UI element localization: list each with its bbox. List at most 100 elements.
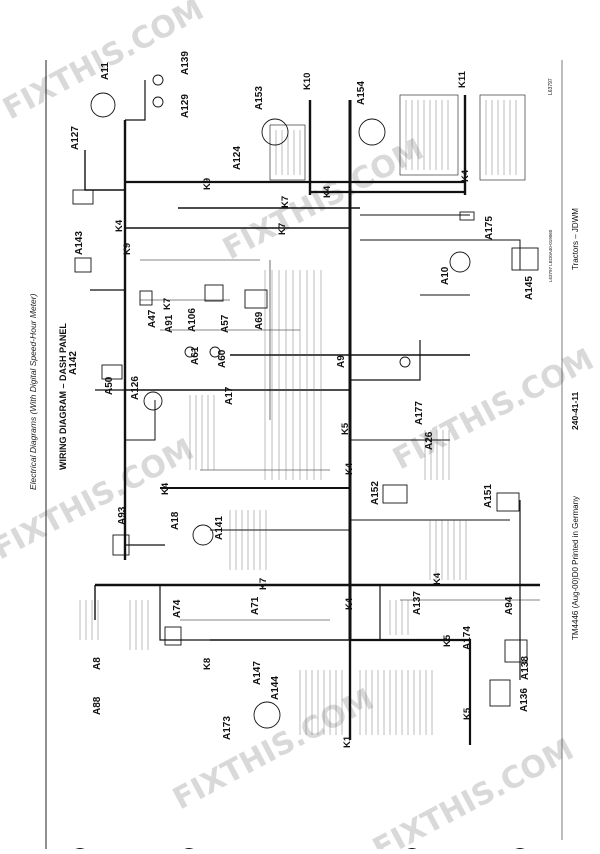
branch-a127 (84, 150, 125, 191)
harness-wires (84, 80, 540, 745)
ref-bottom: L63797 LBO0A40-019060 (548, 229, 553, 282)
connector-label-k4-repeat: K4 (344, 597, 355, 610)
component-label-a174: A174 (462, 626, 473, 650)
wire-table-a153 (269, 124, 306, 181)
connector-label-k10: K10 (302, 73, 313, 90)
component-label-a152: A152 (370, 481, 381, 505)
component-label-a10: A10 (440, 266, 451, 285)
a10-connector-circle (449, 251, 471, 273)
component-label-a94: A94 (504, 596, 515, 615)
connector-label-k4-repeat: K4 (344, 462, 355, 475)
wire-tables (79, 94, 526, 735)
component-label-a145: A145 (524, 276, 535, 300)
component-label-a88: A88 (92, 696, 103, 715)
connector-label-k4-repeat: K4 (322, 185, 333, 198)
a47-box (139, 290, 153, 306)
component-label-a142: A142 (68, 351, 79, 375)
a60-lamp (209, 346, 221, 358)
wire-table-a154-lines (405, 100, 449, 170)
footer-right: Tractors – JDWM (571, 208, 580, 270)
a147-connector-circle (253, 701, 281, 729)
connector-label-k5-repeat: K5 (442, 634, 453, 647)
component-label-a71: A71 (250, 596, 261, 615)
a153-connector-circle (261, 118, 289, 146)
a127-box (72, 189, 94, 205)
component-label-a177: A177 (414, 401, 425, 425)
footer-printed: TM4446 (Aug-00)D0 Printed in Germany (571, 496, 580, 640)
connector-label-k4: K4 (460, 169, 471, 182)
component-label-a17: A17 (224, 386, 235, 405)
a152-block (382, 484, 408, 504)
a151-block (496, 492, 520, 512)
component-label-a11: A11 (100, 62, 111, 80)
component-label-a143: A143 (74, 231, 85, 255)
component-label-a91: A91 (164, 314, 175, 333)
component-label-a8: A8 (92, 657, 103, 670)
component-label-a9: A9 (336, 355, 347, 368)
a93-box (112, 534, 130, 556)
a177-sender (399, 356, 411, 368)
component-label-a153: A153 (254, 86, 265, 110)
component-label-a61: A61 (190, 346, 201, 365)
header-left-text: Electrical Diagrams (With Digital Speed-… (28, 293, 38, 490)
component-label-a147: A147 (252, 661, 263, 685)
thin-wires-1 (140, 259, 540, 621)
component-symbols (72, 74, 539, 729)
footer-page: 240-41-11 (570, 391, 580, 430)
watermark-2: FIXTHIS.COM (217, 132, 429, 267)
component-label-a136: A136 (519, 688, 530, 712)
connector-label-k4-repeat: K4 (160, 482, 171, 495)
a141-connector-circle (192, 524, 214, 546)
connector-label-k7: K7 (280, 196, 291, 208)
component-label-a93: A93 (117, 506, 128, 525)
ref-top: L63797 (548, 78, 554, 95)
a175-box (459, 211, 475, 221)
component-label-a138: A138 (520, 656, 531, 680)
wire-table-a154 (399, 94, 459, 176)
component-label-a18: A18 (170, 511, 181, 530)
branch-a139 (125, 80, 146, 121)
a69-box (244, 289, 268, 309)
component-label-a106: A106 (187, 308, 198, 332)
a138-box (504, 639, 528, 663)
a11-connector-circle (90, 92, 116, 118)
connector-label-k4-repeat: K4 (114, 219, 125, 232)
a57-box (204, 284, 224, 302)
connector-label-k9: K9 (202, 178, 213, 190)
component-label-a151: A151 (483, 484, 494, 508)
component-label-a26: A26 (424, 431, 435, 450)
connector-label-k7-repeat: K7 (162, 298, 173, 310)
a139-lamp-1 (152, 74, 164, 86)
a136-box (489, 679, 511, 707)
a143-box (74, 257, 92, 273)
watermark-5: FIXTHIS.COM (167, 682, 379, 817)
branch-a126 (125, 400, 156, 441)
branch-a74 (159, 585, 210, 641)
wire-table-a11-lines (485, 100, 517, 175)
component-label-a137: A137 (412, 591, 423, 615)
a74-box (164, 626, 182, 646)
component-label-a74: A74 (172, 599, 183, 618)
component-label-a69: A69 (254, 311, 265, 330)
component-label-a154: A154 (356, 81, 367, 105)
connector-label-k7-repeat: K7 (258, 578, 269, 590)
connector-label-k4-repeat: K4 (432, 572, 443, 585)
component-label-a60: A60 (217, 349, 228, 368)
component-label-a141: A141 (214, 516, 225, 540)
watermark-6: FIXTHIS.COM (367, 732, 579, 849)
branch-a145 (360, 239, 521, 270)
component-label-a173: A173 (222, 716, 233, 740)
connector-label-k7-repeat: K7 (277, 223, 288, 235)
component-label-a47: A47 (147, 309, 158, 328)
wire-table-a153-lines (275, 130, 301, 175)
component-label-a129: A129 (180, 94, 191, 118)
component-label-a127: A127 (70, 126, 81, 150)
component-label-a139: A139 (180, 51, 191, 75)
component-label-a57: A57 (220, 314, 231, 333)
a50-box (101, 364, 123, 380)
a145-box (511, 247, 539, 271)
connector-label-k5-repeat: K5 (340, 422, 351, 435)
a139-lamp-2 (152, 96, 164, 108)
